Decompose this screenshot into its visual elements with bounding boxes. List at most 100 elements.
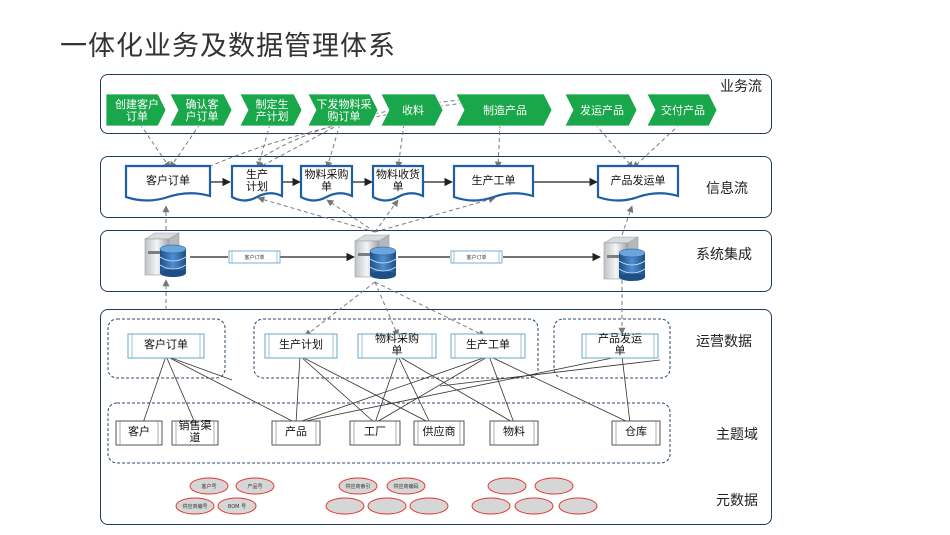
info-doc-label-line2: 计划 [246, 180, 268, 193]
info-doc-5: 生产工单 [452, 164, 535, 202]
business-step-6: 制造产品 [455, 93, 553, 127]
business-step-chevron [380, 93, 444, 127]
meta-data-label: 客户号 [201, 483, 216, 490]
operational-group-frames [107, 318, 671, 464]
subject-domain-items: 客户销售渠道产品工厂供应商物料仓库 [115, 418, 661, 446]
row-label-system-integration: 系统集成 [696, 247, 752, 263]
integration-message: 客户订单 [450, 250, 503, 264]
meta-data-item [471, 497, 511, 515]
subject-item-label-line1: 物料 [503, 424, 525, 438]
business-flow-steps: 创建客户订单确认客户订单制定生产计划下发物料采购订单收料制造产品发运产品交付产品 [105, 93, 718, 127]
subject-item-1: 客户 [115, 420, 163, 446]
business-step-7: 发运产品 [564, 93, 638, 127]
operational-item-label-line1: 产品发运 [598, 331, 642, 345]
operational-item-label-line2: 单 [392, 344, 403, 357]
meta-data-item [367, 497, 407, 515]
operational-item-label-line1: 生产工单 [466, 337, 510, 351]
info-doc-6: 产品发运单 [596, 164, 680, 202]
business-step-label-line2: 购订单 [328, 109, 361, 123]
subject-item-label-line1: 产品 [285, 424, 307, 438]
operational-item-4: 生产工单 [450, 333, 526, 359]
business-step-chevron [239, 93, 303, 127]
business-step-label-line2: 订单 [126, 110, 148, 123]
server-icon [353, 234, 397, 279]
business-step-label-line1: 制定生 [256, 97, 289, 111]
meta-data-item [534, 477, 574, 495]
page-title: 一体化业务及数据管理体系 [60, 31, 396, 62]
info-doc-shape [124, 164, 212, 202]
meta-data-item: 供应商编号 [175, 497, 215, 515]
business-step-chevron [564, 93, 638, 127]
business-step-chevron [105, 93, 167, 127]
operational-item-label-line2: 单 [615, 344, 626, 357]
row-label-operational-data: 运营数据 [696, 334, 752, 350]
business-step-label-line1: 制造产品 [483, 103, 527, 117]
meta-data-item: BOM 号 [217, 497, 257, 515]
dashed-connectors [139, 96, 681, 337]
info-doc-1: 客户订单 [124, 164, 212, 202]
integration-message: 客户订单 [228, 250, 281, 264]
server-icon [602, 236, 646, 281]
meta-data-label: 供应商编码 [393, 483, 418, 490]
info-doc-label-line2: 单 [393, 180, 404, 193]
business-step-chevron [646, 93, 718, 127]
business-step-label-line1: 下发物料采 [317, 97, 372, 111]
system-integration-panel [100, 230, 772, 292]
operational-item-label-line1: 生产计划 [279, 337, 323, 351]
meta-data-item [558, 497, 598, 515]
database-icon [618, 248, 646, 281]
subject-item-5: 供应商 [413, 420, 465, 446]
business-step-chevron [455, 93, 553, 127]
subject-item-4: 工厂 [349, 420, 401, 446]
subject-item-label-line1: 供应商 [423, 424, 456, 438]
info-doc-label-line1: 物料收货 [376, 167, 420, 181]
business-step-label-line1: 交付产品 [661, 103, 705, 117]
row-label-subject-domain: 主题域 [716, 427, 758, 443]
integration-message-label: 客户订单 [466, 254, 486, 261]
info-doc-label-line1: 物料采购 [305, 167, 349, 181]
operational-item-5: 产品发运单 [581, 331, 659, 359]
meta-data-item: 产品号 [235, 477, 275, 495]
integration-message-label: 客户订单 [244, 254, 264, 261]
server-icon [143, 232, 187, 277]
data-relation-lines [142, 355, 661, 424]
subject-item-label-line2: 道 [190, 430, 201, 444]
info-flow-documents: 客户订单生产计划物料采购单 物料收货单 生产工单 产品发运单 [124, 164, 680, 202]
system-servers [143, 232, 646, 281]
info-doc-shape [452, 164, 535, 202]
meta-data-label: 供应商索引 [345, 483, 370, 490]
subject-item-7: 仓库 [611, 420, 661, 446]
row-label-business-flow: 业务流 [720, 79, 762, 95]
business-step-label-line2: 产计划 [256, 109, 289, 123]
operational-data-items: 客户订单生产计划物料采购单生产工单产品发运单 [127, 331, 659, 359]
meta-data-item [487, 477, 527, 495]
business-step-8: 交付产品 [646, 93, 718, 127]
subject-item-label-line1: 销售渠 [179, 418, 212, 432]
meta-data-label: BOM 号 [228, 504, 246, 510]
meta-data-item: 供应商编码 [386, 477, 426, 495]
business-step-chevron [169, 93, 233, 127]
info-doc-2: 生产计划 [230, 164, 284, 202]
business-step-label-line1: 发运产品 [580, 103, 624, 117]
meta-data-item: 供应商索引 [338, 477, 378, 495]
info-doc-shape [596, 164, 680, 202]
operational-item-2: 生产计划 [264, 333, 338, 359]
info-doc-label-line1: 产品发运单 [611, 173, 666, 187]
business-step-5: 收料 [380, 93, 444, 127]
database-icon [159, 244, 187, 277]
meta-data-item [409, 497, 449, 515]
info-doc-shape [371, 164, 425, 202]
business-step-label-line1: 收料 [402, 103, 424, 117]
meta-data-label: 产品号 [247, 483, 262, 490]
operational-item-1: 客户订单 [127, 333, 205, 359]
database-icon [369, 246, 397, 279]
meta-data-item [514, 497, 554, 515]
